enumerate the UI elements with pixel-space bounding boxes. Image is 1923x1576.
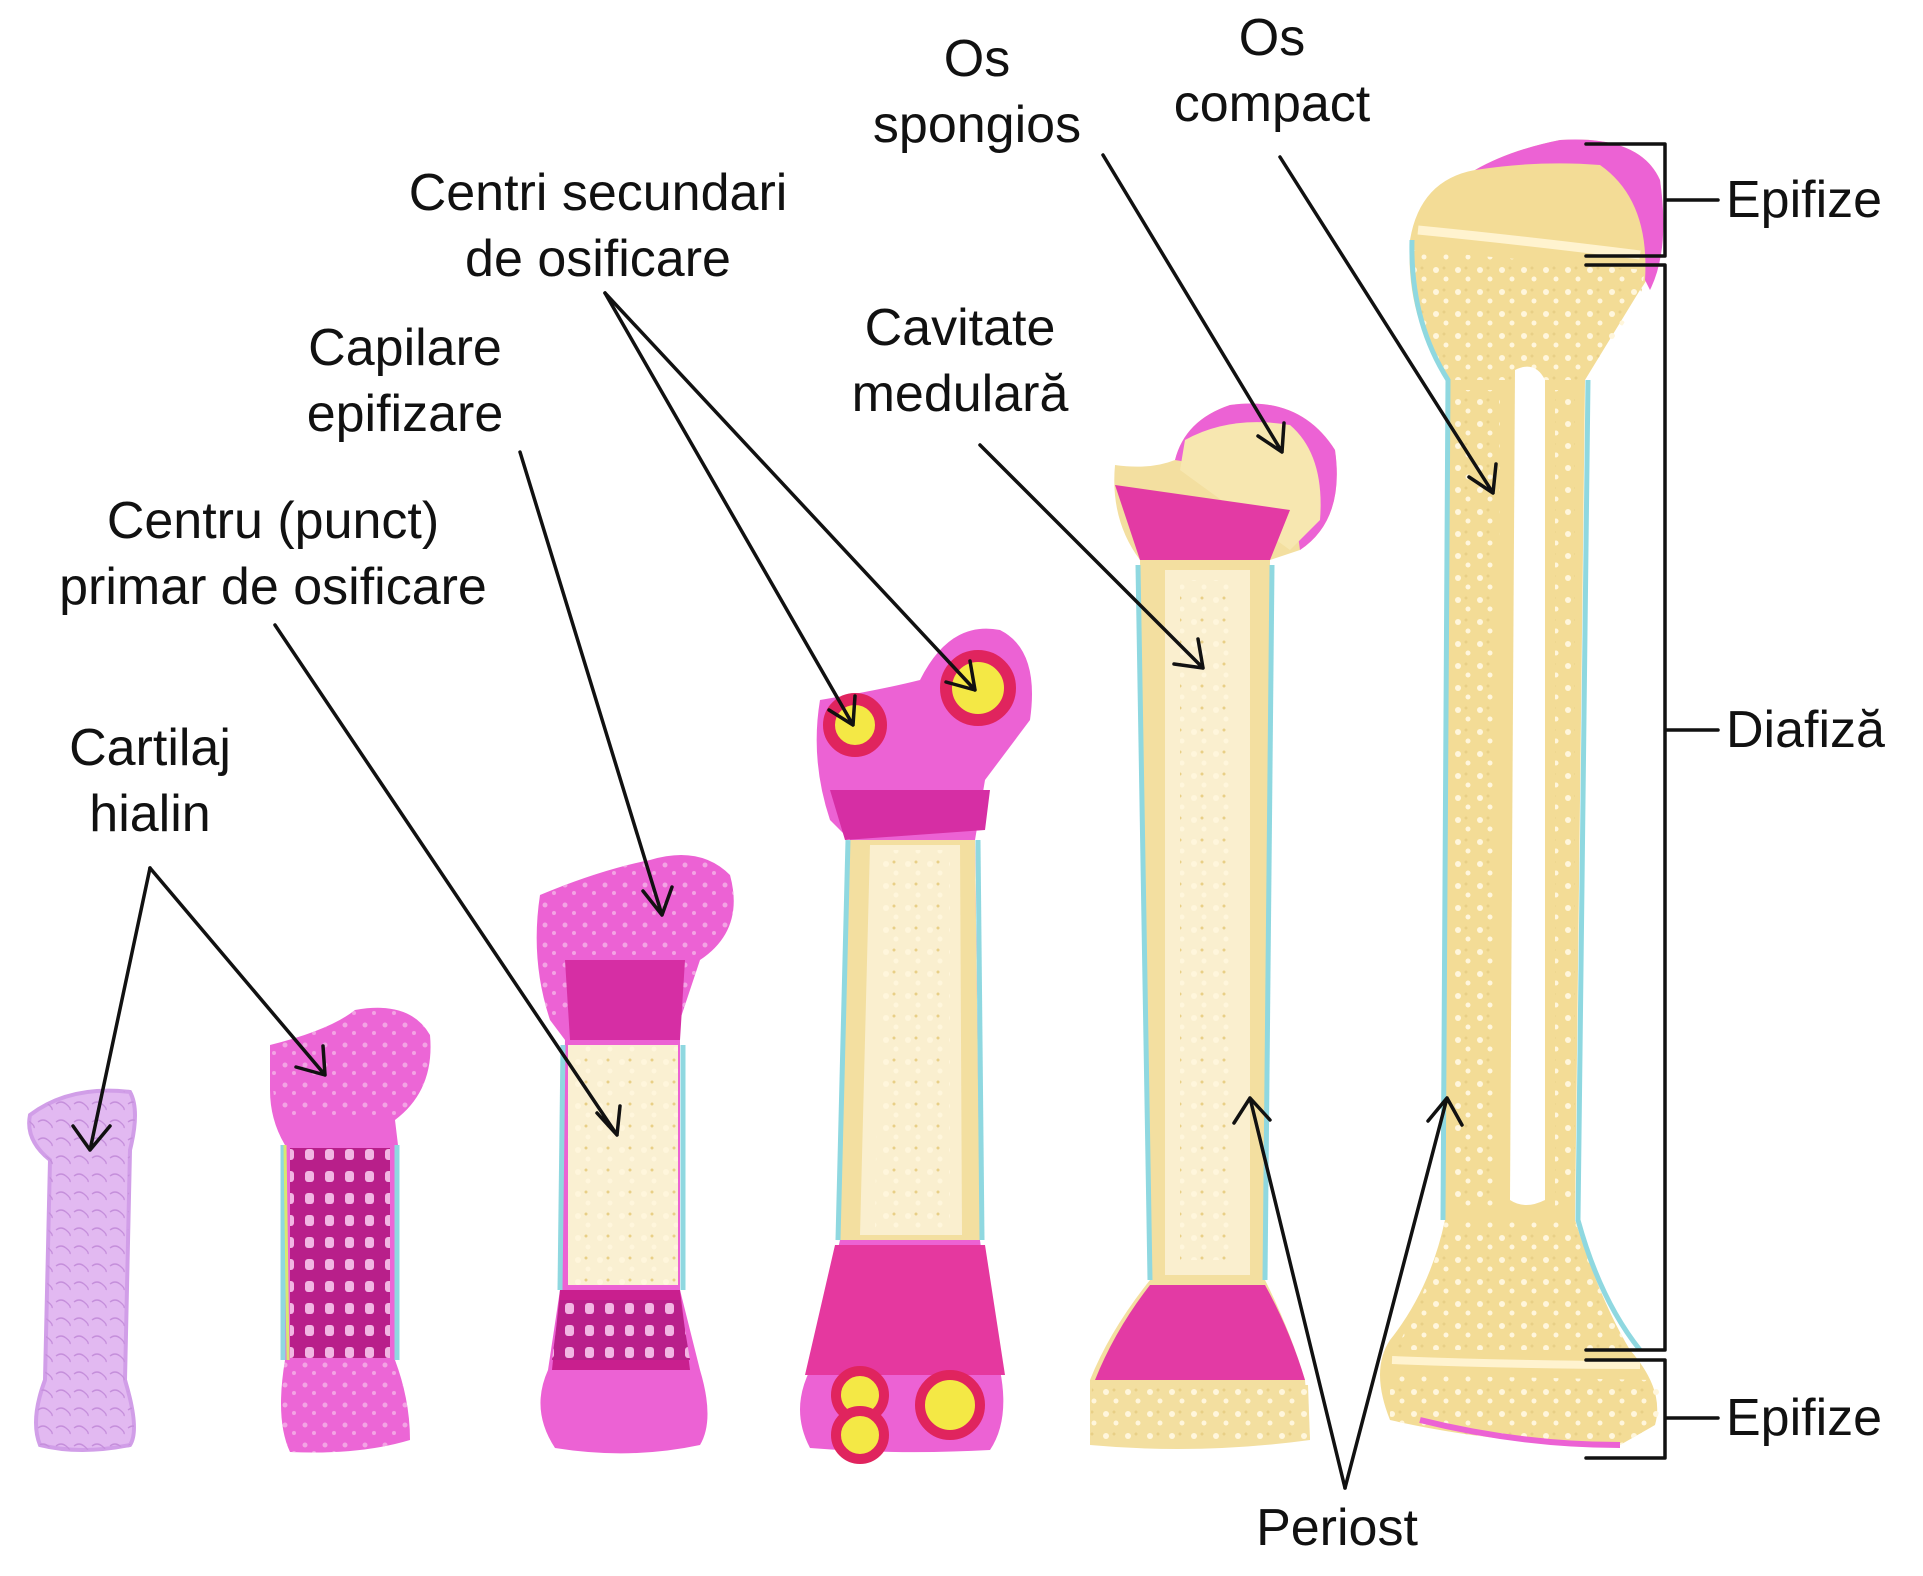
bone-stage-3 [536,855,734,1454]
arrow-centri-secundari-left [603,291,857,727]
arrow-centru-primar [273,623,622,1137]
arrow-periost-right [1343,1096,1464,1490]
label-cartilaj-hialin: Cartilaj hialin [69,719,231,843]
bracket-epifize-bottom [1584,1358,1720,1460]
arrow-periost-left [1232,1096,1347,1490]
label-periost: Periost [1256,1499,1418,1557]
label-centru-primar: Centru (punct) primar de osificare [59,492,487,616]
arrow-os-compact [1278,155,1498,495]
label-capilare-epifizare: Capilare epifizare [306,319,504,443]
arrow-cartilaj-left [71,866,152,1152]
bone-stage-6-mature [1380,139,1664,1448]
bracket-epifize-top [1584,142,1720,258]
bracket-diafiza [1584,263,1720,1352]
bone-stage-5 [1090,403,1337,1449]
label-os-spongios: Os spongios [872,30,1082,154]
label-diafiza: Diafiză [1726,701,1885,759]
brackets [1584,142,1720,1460]
arrow-cartilaj-right [148,866,327,1077]
bone-stage-1-cartilage [27,1088,137,1452]
arrows [71,153,1498,1490]
bone-stage-4 [800,628,1032,1464]
label-cavitate-medulara: Cavitate medulară [851,299,1069,423]
label-epifize-bottom: Epifize [1726,1389,1883,1447]
arrow-centri-secundari-right [603,291,977,692]
bone-stage-2 [270,1007,431,1453]
arrow-os-spongios [1101,153,1286,454]
label-centri-secundari: Centri secundari de osificare [408,164,788,288]
label-epifize-top: Epifize [1726,171,1883,229]
label-os-compact: Os compact [1173,9,1371,133]
arrow-capilare [518,450,674,917]
arrow-cavitate [978,443,1205,670]
